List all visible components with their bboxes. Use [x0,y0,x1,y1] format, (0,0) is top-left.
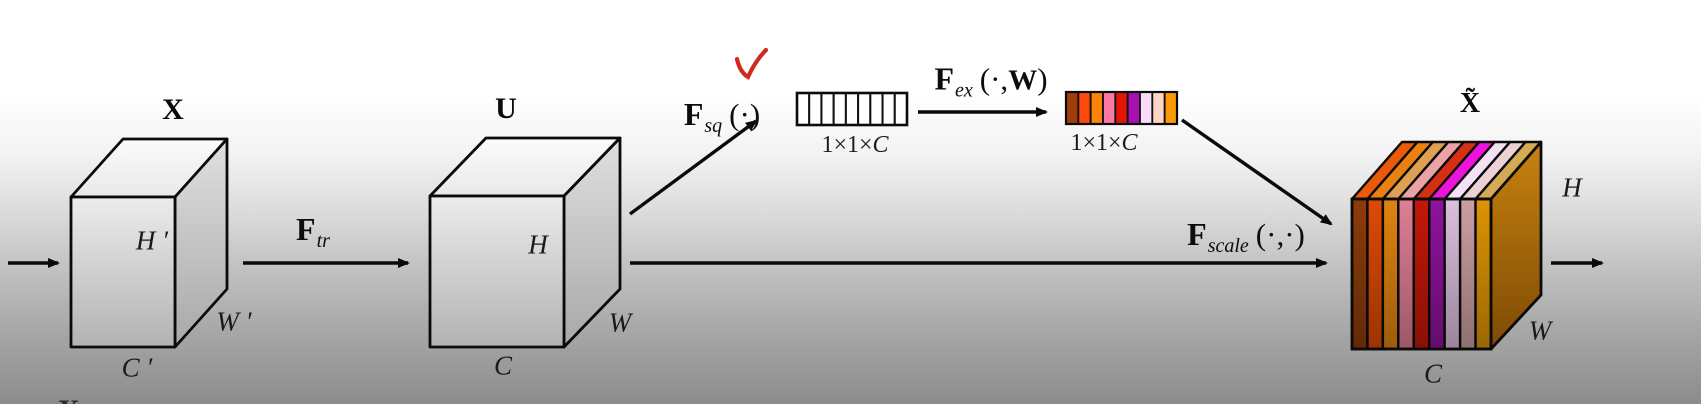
squeeze-cell [832,92,847,126]
excite-cell [1077,91,1092,125]
squeeze-dims-label: 1×1×C [821,133,888,157]
fsq-args: (·) [729,97,761,132]
excite-dims-label: 1×1×C [1070,131,1137,155]
squeeze-cell [796,92,811,126]
excite-cell [1139,91,1154,125]
squeeze-vector [795,91,909,127]
input-cube-title: X [162,93,184,126]
fsq-sub: sq [704,115,723,137]
excite-cell [1163,91,1178,125]
ftr-f: F [296,211,316,247]
fscale-f: F [1187,216,1207,252]
fscale-args: (·,·) [1255,217,1305,252]
excite-cell [1089,91,1104,125]
excitation-arrow [1181,118,1333,226]
excite-cell [1102,91,1117,125]
flow-arrows [8,107,1604,268]
output-height-label: H [1562,172,1582,203]
red-checkmark [734,47,769,81]
squeeze-cell [844,92,860,126]
squeeze-cell [881,92,896,126]
squeeze-dims-prefix: 1×1× [821,132,873,158]
ftr-sub: tr [316,230,330,252]
clipped-bottom-glyph: X [58,394,80,404]
mid-cube [428,136,622,349]
squeeze-cell [857,92,872,126]
excite-cell [1126,91,1141,125]
output-cube [1350,140,1543,351]
fex-f: F [934,60,955,97]
output-front-slice [1458,197,1477,351]
output-front-slice [1443,197,1462,351]
output-front-slice [1397,197,1415,351]
output-front-slice [1474,197,1493,351]
mid-width-label: W [608,307,632,338]
output-front-slice [1412,197,1431,351]
squeeze-cell [869,92,884,126]
output-cube-title: X̃ [1459,88,1481,119]
squeeze-cell [820,92,835,126]
fex-args-close: ) [1037,61,1048,97]
fex-args-open: (·, [979,61,1009,97]
mid-height-label: H [528,229,548,260]
output-front-slice [1381,197,1400,351]
output-front-slice [1350,197,1369,351]
fex-args-w: W [1008,64,1038,97]
fsq-f: F [683,96,704,132]
excite-dims-var: C [1121,130,1138,156]
squeeze-dims-var: C [872,132,889,158]
input-width-label: W ′ [216,306,252,337]
squeeze-cell [893,92,908,126]
excite-vector [1064,90,1179,126]
fsq-arrow [628,119,758,216]
output-width-label: W [1528,315,1552,346]
excite-cell [1151,91,1166,125]
fscale-sub: scale [1207,235,1249,257]
excite-dims-prefix: 1×1× [1070,130,1122,156]
excite-cell [1065,91,1080,125]
input-height-label: H ′ [135,225,169,256]
input-cube [69,137,229,349]
fex-sub: ex [955,79,973,102]
squeeze-cell [808,92,823,126]
mid-channel-label: C [493,350,513,381]
output-channel-label: C [1423,358,1443,389]
mid-cube-title: U [495,92,517,125]
input-channel-label: C ′ [121,352,153,383]
output-front-slice [1428,197,1446,351]
excite-cell [1114,91,1129,125]
output-front-slice [1366,197,1385,351]
